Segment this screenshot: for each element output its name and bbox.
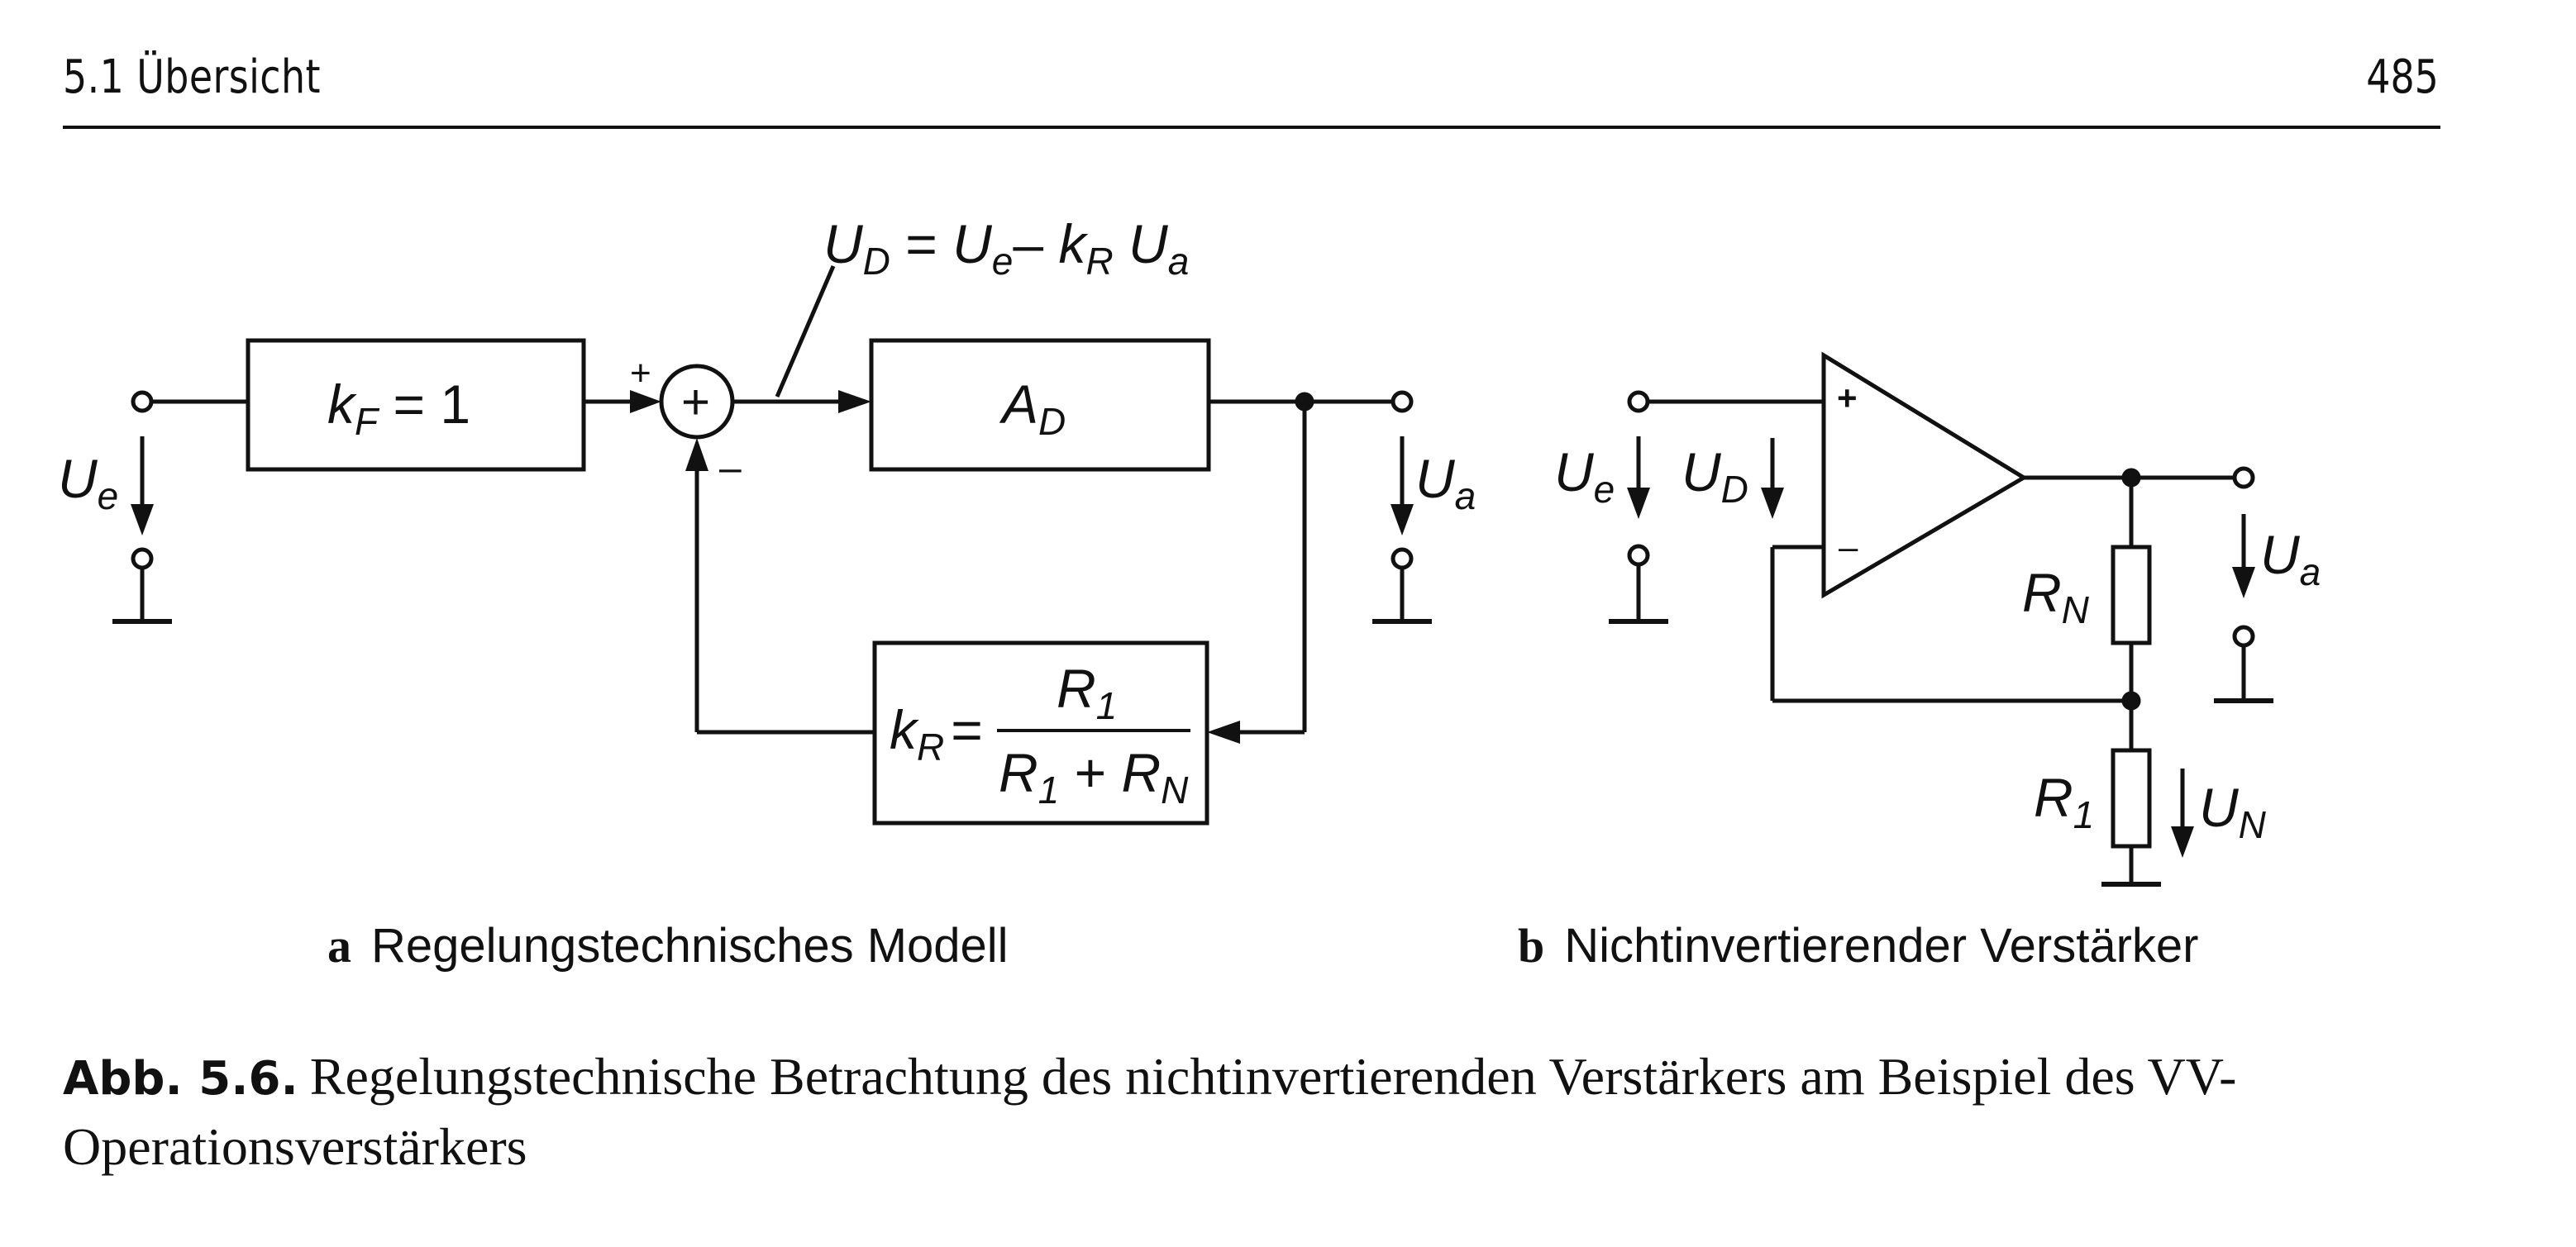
figure-caption: Abb. 5.6.Regelungstechnische Betrachtung…: [63, 1043, 2460, 1181]
feedback-block-denominator: R1 + RN: [999, 742, 1189, 812]
panel-b-output-voltage-label: Ua: [2260, 524, 2321, 593]
page-number: 485: [2366, 50, 2439, 104]
input-terminal-b: [1627, 390, 1650, 413]
output-ground-terminal: [1391, 547, 1414, 570]
panel-b-circuit: [1609, 351, 2273, 887]
panel-a-block-diagram: [112, 265, 1432, 826]
panel-a-caption: a Regelungstechnisches Modell: [327, 922, 1009, 970]
panel-b-letter: b: [1518, 919, 1545, 973]
input-terminal: [131, 390, 154, 413]
header-rule: [63, 126, 2440, 129]
panel-a-input-voltage-label: Ue: [58, 448, 118, 517]
feedback-block-numerator: R1: [1057, 658, 1117, 727]
running-header-section: 5.1 Übersicht: [63, 50, 321, 104]
output-ground-terminal-b: [2232, 625, 2255, 648]
summer-symbol: +: [681, 374, 710, 430]
feed-block: [246, 338, 586, 472]
input-ground-terminal: [131, 547, 154, 570]
output-terminal-b: [2232, 466, 2255, 489]
amp-block: [869, 338, 1211, 472]
resistor-r1: [2111, 748, 2152, 849]
op-amp-minus-input: –: [1839, 527, 1858, 566]
amp-block-label: AD: [999, 374, 1066, 443]
summer-plus-sign: +: [630, 353, 651, 393]
panel-b-input-voltage-label: Ue: [1554, 441, 1615, 511]
op-amp: [1821, 351, 2028, 599]
input-ground-terminal-b: [1627, 544, 1650, 567]
panel-b-caption: b Nichtinvertierender Verstärker: [1518, 922, 2198, 970]
output-terminal: [1391, 390, 1414, 413]
panel-b-voltage-un-label: UN: [2199, 777, 2267, 846]
summer-minus-sign: –: [719, 446, 742, 490]
difference-equation: UD = Ue– kR Ua: [823, 213, 1189, 283]
panel-a-output-voltage-label: Ua: [1415, 448, 1476, 517]
panel-b-diff-voltage-label: UD: [1682, 441, 1748, 511]
panel-a-title: Regelungstechnisches Modell: [371, 919, 1009, 973]
figure-caption-text: Regelungstechnische Betrachtung des nich…: [63, 1047, 2237, 1176]
resistor-r1-label: R1: [2034, 767, 2094, 836]
feed-block-label: kF = 1: [327, 374, 470, 443]
resistor-rn: [2111, 545, 2152, 645]
panel-a-letter: a: [327, 919, 351, 973]
figure-caption-label: Abb. 5.6.: [63, 1052, 298, 1106]
panel-b-title: Nichtinvertierender Verstärker: [1564, 919, 2199, 973]
feedback-block-lhs: kR=: [890, 699, 983, 769]
resistor-rn-label: RN: [2022, 562, 2090, 631]
op-amp-plus-input: +: [1837, 378, 1858, 417]
